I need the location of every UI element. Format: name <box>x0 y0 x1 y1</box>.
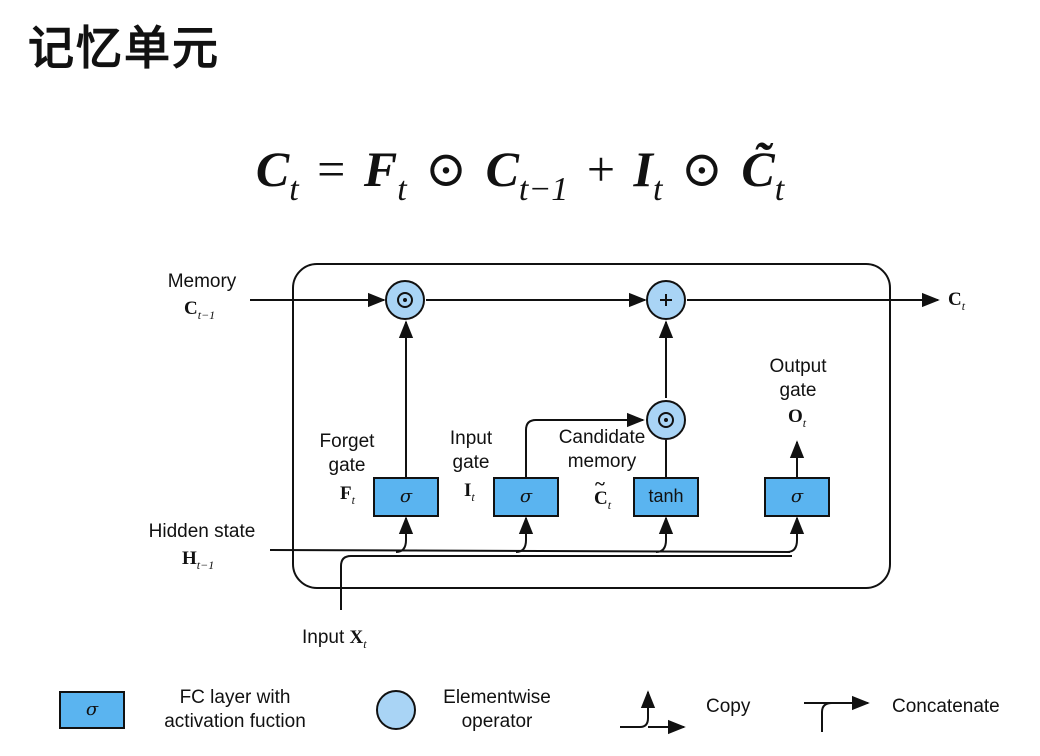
branch-output <box>786 516 805 553</box>
tanh-label: tanh <box>648 486 684 506</box>
forget-gate-box <box>373 477 439 517</box>
cell-state-equation: Ct = Ft ⊙ Ct−1 + It ⊙ C̃t <box>255 141 785 208</box>
candidate-var: Ct <box>594 474 611 513</box>
slide-title: 记忆单元 <box>28 21 220 75</box>
forget-gate-var: Ft <box>340 483 355 507</box>
output-gate-var: Ot <box>788 406 807 430</box>
eq-i-t: I <box>633 141 653 197</box>
branch-tanh <box>655 516 674 553</box>
eq-c-t: C <box>255 141 290 197</box>
input-x-label: Input Xt <box>302 627 367 651</box>
output-gate-box <box>764 477 830 517</box>
forget-gate-sigma: σ <box>399 486 413 507</box>
output-c-var: Ct <box>948 289 966 313</box>
tanh-box <box>633 477 699 517</box>
input-gate-box <box>493 477 559 517</box>
eq-f-t: F <box>363 141 398 197</box>
legend-copy-label: Copy <box>706 696 751 717</box>
hidden-state-var: Ht−1 <box>182 548 215 572</box>
cell-boundary <box>292 263 891 589</box>
eq-c-tilde-t: C̃ <box>741 141 775 197</box>
legend-copy-icon <box>620 690 656 728</box>
input-gate-sigma: σ <box>519 486 533 507</box>
hidden-state-line <box>269 549 791 553</box>
legend-concat-label: Concatenate <box>892 696 1000 717</box>
branch-forget <box>395 516 414 553</box>
input-gate-to-mult-arrow <box>525 412 645 478</box>
branch-input <box>515 516 534 553</box>
hidden-state-label: Hidden state <box>148 521 256 542</box>
input-x-line <box>340 555 792 610</box>
legend-fc-box <box>59 691 125 729</box>
memory-label: Memory <box>167 271 237 292</box>
legend-operator-circle <box>376 690 416 730</box>
memory-var: Ct−1 <box>184 298 216 322</box>
eq-c-t-1: C <box>485 141 519 197</box>
output-gate-sigma: σ <box>790 486 804 507</box>
input-gate-var: It <box>464 480 475 504</box>
legend-fc-sigma: σ <box>85 699 99 720</box>
legend-concat-icon <box>821 695 870 732</box>
